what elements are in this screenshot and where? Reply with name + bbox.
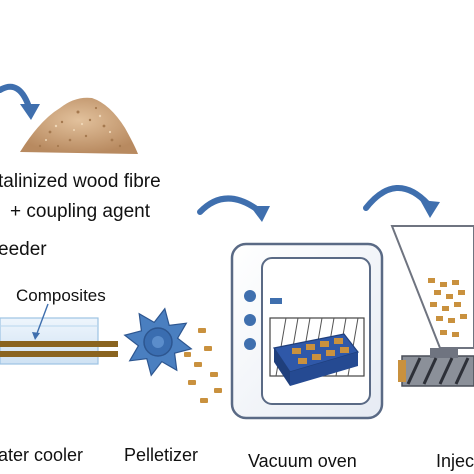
feed-arrow-left	[0, 83, 40, 120]
drying-tray	[273, 333, 360, 386]
composites-pointer	[32, 303, 49, 340]
label-feeder: eeder	[0, 239, 47, 260]
label-water-cooler: ater cooler	[0, 445, 83, 465]
label-wood-fibre-line2: + coupling agent	[10, 201, 151, 222]
wood-fibre-pile	[20, 97, 138, 154]
label-composites: Composites	[16, 286, 106, 305]
pellets-output	[184, 328, 222, 403]
injection-hopper	[390, 225, 474, 349]
injection-barrel	[398, 348, 474, 387]
label-wood-fibre-line1: talinized wood fibre	[0, 171, 161, 192]
arrow-to-injection	[363, 185, 440, 218]
pelletizer-cutter	[123, 307, 193, 377]
label-injection: Injec	[436, 451, 474, 471]
label-pelletizer: Pelletizer	[124, 445, 198, 465]
arrow-to-oven	[197, 195, 270, 222]
composite-strands	[0, 341, 118, 357]
label-vacuum-oven: Vacuum oven	[248, 451, 357, 471]
